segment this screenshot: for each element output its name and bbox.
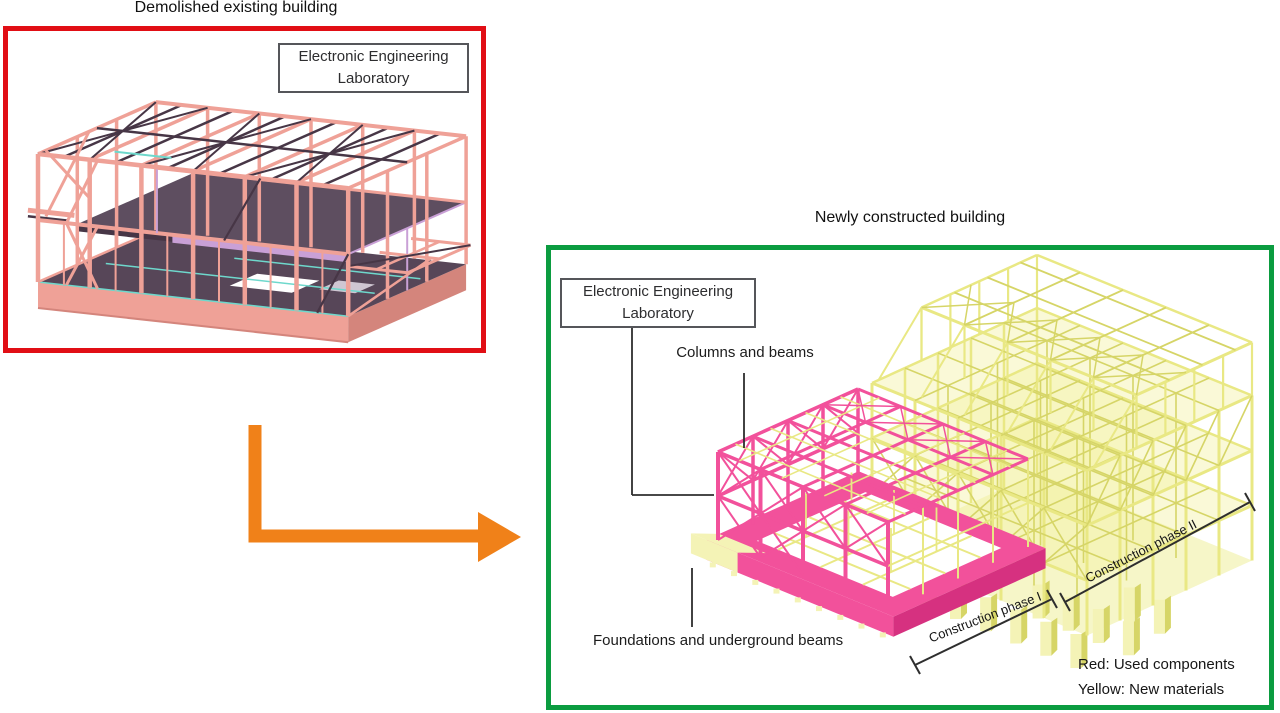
- columns-beams-annotation: Columns and beams: [676, 344, 814, 361]
- title-new: Newly constructed building: [814, 209, 1006, 226]
- right-lab-label-line2: Laboratory: [622, 305, 694, 322]
- legend-yellow: Yellow: New materials: [1078, 681, 1225, 698]
- title-demolished: Demolished existing building: [134, 0, 338, 16]
- right-lab-label-line1: Electronic Engineering: [582, 283, 734, 301]
- left-lab-label-line2: Laboratory: [337, 70, 410, 87]
- left-building-model: [27, 100, 472, 344]
- legend-red: Red: Used components: [1078, 656, 1235, 673]
- left-lab-label-line1: Electronic Engineering: [298, 48, 449, 66]
- leader-lines: [631, 328, 1256, 675]
- foundations-annotation: Foundations and underground beams: [593, 632, 844, 649]
- right-lab-label-box: Electronic Engineering Laboratory: [560, 278, 756, 328]
- new-frame: [546, 245, 1274, 710]
- left-lab-label-box: Electronic Engineering Laboratory: [278, 43, 469, 93]
- yellow-building-model: [870, 253, 1254, 668]
- demolished-frame: [3, 26, 486, 353]
- transition-arrow: [248, 425, 521, 562]
- pink-building-model: [690, 387, 1046, 638]
